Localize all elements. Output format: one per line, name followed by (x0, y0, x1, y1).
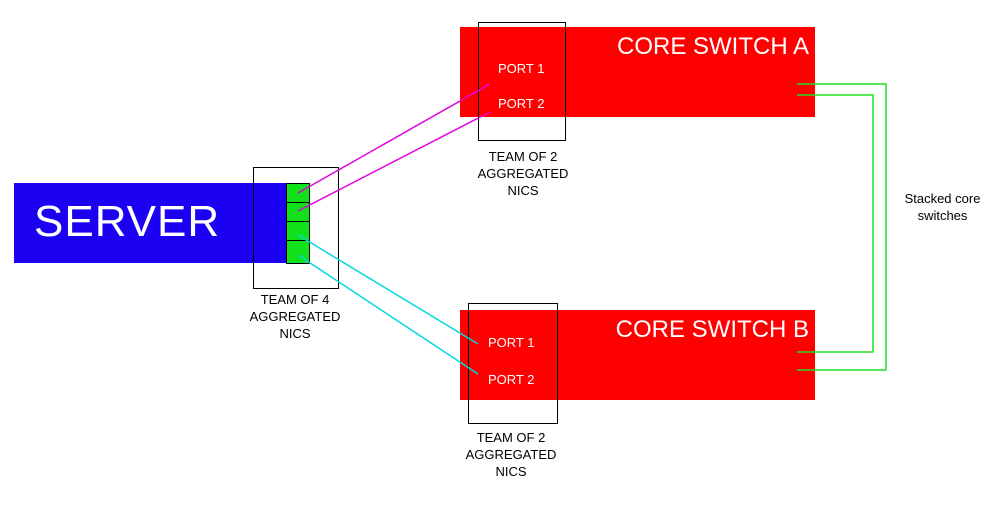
switch-a-port-1-label: PORT 1 (498, 61, 545, 76)
switch-b-port-1-label: PORT 1 (488, 335, 535, 350)
switch-b-port-2-label: PORT 2 (488, 372, 535, 387)
server-team-caption-line-2: AGGREGATED (249, 309, 341, 324)
link-server-to-switch-b-port-2 (297, 254, 479, 375)
link-server-to-switch-b-port-1 (297, 234, 479, 345)
switch-a-port-2-label: PORT 2 (498, 96, 545, 111)
server-team-box (253, 167, 339, 289)
server-team-caption-line-1: TEAM OF 4 (260, 292, 330, 307)
switch-a-team-box (478, 22, 566, 141)
stacked-caption: Stacked core switches (895, 190, 990, 224)
switch-a-team-caption: TEAM OF 2 AGGREGATED NICS (468, 148, 578, 199)
stacked-caption-line-2: switches (917, 208, 968, 223)
server-team-caption: TEAM OF 4 AGGREGATED NICS (240, 291, 350, 342)
switch-b-team-caption: TEAM OF 2 AGGREGATED NICS (456, 429, 566, 480)
switch-b-team-caption-line-1: TEAM OF 2 (476, 430, 546, 445)
stack-link-outer (797, 83, 887, 371)
core-switch-b: CORE SWITCH B (460, 310, 815, 400)
core-switch-b-label: CORE SWITCH B (615, 316, 809, 343)
link-server-to-switch-a-port-1 (297, 83, 491, 194)
switch-a-team-caption-line-1: TEAM OF 2 (488, 149, 558, 164)
switch-a-team-caption-line-2: AGGREGATED (477, 166, 569, 181)
server-team-caption-line-3: NICS (279, 326, 311, 341)
server-block: SERVER (14, 183, 299, 263)
switch-b-team-caption-line-3: NICS (495, 464, 527, 479)
core-switch-a: CORE SWITCH A (460, 27, 815, 117)
link-server-to-switch-a-port-2 (297, 111, 491, 212)
server-label: SERVER (34, 197, 221, 246)
switch-a-team-caption-line-3: NICS (507, 183, 539, 198)
core-switch-a-label: CORE SWITCH A (616, 33, 809, 60)
switch-b-team-box (468, 303, 558, 424)
stacked-caption-line-1: Stacked core (904, 191, 981, 206)
switch-b-team-caption-line-2: AGGREGATED (465, 447, 557, 462)
stack-link-inner (797, 94, 874, 353)
